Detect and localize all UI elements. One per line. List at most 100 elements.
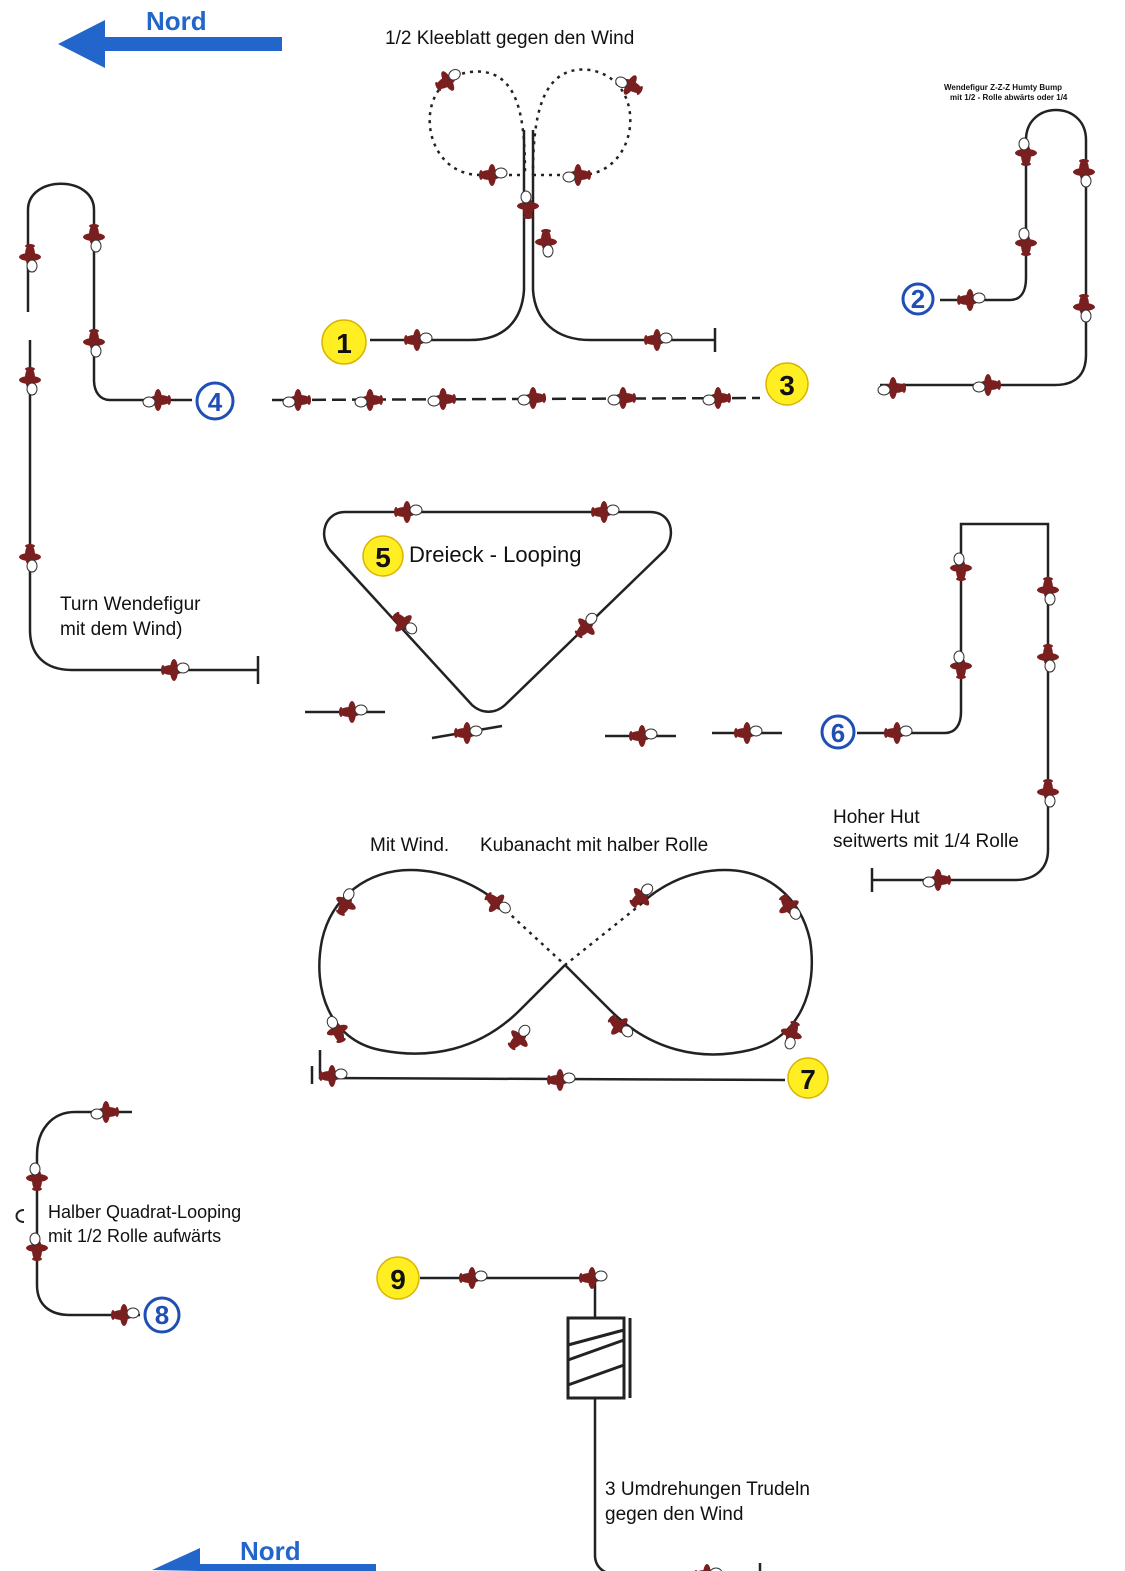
figure-turn: Turn Wendefigur mit dem Wind) 4	[18, 182, 260, 684]
badge-1: 1	[321, 319, 367, 365]
badge-2: 2	[901, 282, 935, 316]
plane-icon	[956, 288, 986, 312]
kubanacht-label: Kubanacht mit halber Rolle	[480, 835, 708, 856]
plane-icon	[546, 1068, 576, 1092]
plane-icon	[458, 1266, 488, 1290]
turn-label-line2: mit dem Wind)	[60, 619, 182, 640]
plane-icon	[972, 373, 1002, 397]
plane-icon	[693, 1563, 723, 1571]
plane-icon	[516, 190, 540, 220]
plane-icon	[142, 388, 172, 412]
badge-5: 5	[362, 535, 404, 577]
mit-wind-label: Mit Wind.	[370, 835, 449, 856]
plane-icon	[403, 328, 433, 352]
plane-icon	[18, 366, 42, 396]
plane-icon	[329, 884, 364, 921]
plane-icon	[883, 721, 913, 745]
svg-text:4: 4	[208, 387, 223, 417]
plane-icon	[110, 1303, 140, 1327]
plane-icon	[702, 386, 732, 410]
plane-icon	[949, 650, 973, 680]
plane-icon	[607, 386, 637, 410]
plane-icon	[733, 721, 763, 745]
svg-text:7: 7	[800, 1064, 816, 1095]
plane-icon	[534, 228, 558, 258]
figure-kubanacht: Mit Wind. Kubanacht mit halber Rolle 7	[310, 835, 829, 1099]
svg-text:6: 6	[831, 718, 845, 748]
hut-label-line1: Hoher Hut	[833, 807, 920, 828]
plane-icon	[1036, 643, 1060, 673]
plane-icon	[628, 724, 658, 748]
quadrat-label-line2: mit 1/2 Rolle aufwärts	[48, 1226, 221, 1246]
plane-icon	[624, 878, 661, 914]
figure-trudeln: 9 3 Umdrehungen Trudeln gegen den Wind	[376, 1256, 810, 1571]
plane-icon	[393, 500, 423, 524]
plane-icon	[18, 543, 42, 573]
plane-icon	[949, 552, 973, 582]
figure-humpty-bump: Wendefigur Z-Z-Z Humty Bump mit 1/2 - Ro…	[877, 83, 1096, 400]
plane-icon	[590, 500, 620, 524]
plane-icon	[643, 328, 673, 352]
svg-text:9: 9	[390, 1264, 406, 1295]
nord-label-top: Nord	[146, 6, 207, 36]
figure-dreieck-looping: 5 Dreieck - Looping	[305, 500, 673, 745]
plane-icon	[562, 163, 592, 187]
plane-icon	[1072, 293, 1096, 323]
svg-text:5: 5	[375, 542, 391, 573]
plane-icon	[385, 605, 423, 643]
plane-icon	[25, 1232, 49, 1262]
plane-icon	[82, 223, 106, 253]
kleeblatt-label: 1/2 Kleeblatt gegen den Wind	[385, 28, 634, 49]
plane-icon	[478, 163, 508, 187]
plane-icon	[18, 243, 42, 273]
plane-icon	[1036, 778, 1060, 808]
badge-8: 8	[143, 1296, 181, 1334]
plane-icon	[321, 1011, 353, 1047]
plane-icon	[427, 387, 457, 411]
dreieck-label: Dreieck - Looping	[409, 542, 581, 567]
plane-icon	[501, 1019, 539, 1057]
turn-label-line1: Turn Wendefigur	[60, 594, 201, 615]
figure-kleeblatt: 1/2 Kleeblatt gegen den Wind	[370, 28, 717, 352]
badge-6: 6	[820, 714, 856, 750]
nord-label-bottom: Nord	[240, 1536, 301, 1566]
humpty-label-line2: mit 1/2 - Rolle abwärts oder 1/4	[950, 93, 1068, 102]
svg-text:3: 3	[779, 370, 795, 401]
figure-rolls-line: 3	[271, 362, 809, 412]
plane-icon	[601, 1008, 639, 1046]
figure-quadrat-looping: Halber Quadrat-Looping mit 1/2 Rolle auf…	[15, 1100, 241, 1334]
svg-text:1: 1	[336, 328, 352, 359]
nord-arrow-top: Nord	[58, 6, 282, 68]
figure-hoher-hut: Hoher Hut seitwerts mit 1/4 Rolle 6	[605, 522, 1060, 892]
badge-9: 9	[376, 1256, 420, 1300]
humpty-label-line1: Wendefigur Z-Z-Z Humty Bump	[944, 83, 1062, 92]
plane-icon	[82, 328, 106, 358]
badge-4: 4	[195, 381, 235, 421]
plane-icon	[430, 63, 467, 98]
plane-icon	[90, 1100, 120, 1124]
plane-icon	[160, 658, 190, 682]
plane-icon	[611, 67, 648, 102]
plane-icon	[877, 376, 907, 400]
arrow-left-icon	[58, 20, 282, 68]
quadrat-label-line1: Halber Quadrat-Looping	[48, 1202, 241, 1222]
plane-icon	[354, 388, 384, 412]
badge-3: 3	[765, 362, 809, 406]
plane-icon	[25, 1162, 49, 1192]
plane-icon	[578, 1266, 608, 1290]
arrow-left-icon	[152, 1548, 376, 1571]
svg-text:8: 8	[155, 1300, 169, 1330]
nord-arrow-bottom: Nord	[152, 1536, 376, 1571]
plane-icon	[318, 1064, 348, 1088]
plane-icon	[1036, 576, 1060, 606]
plane-icon	[1014, 227, 1038, 257]
plane-icon	[772, 889, 807, 926]
trudeln-label-line1: 3 Umdrehungen Trudeln	[605, 1479, 810, 1500]
plane-icon	[453, 721, 483, 745]
plane-icon	[1072, 158, 1096, 188]
svg-text:2: 2	[911, 284, 925, 314]
hut-label-line2: seitwerts mit 1/4 Rolle	[833, 831, 1019, 852]
trudeln-label-line2: gegen den Wind	[605, 1504, 743, 1525]
plane-icon	[1014, 137, 1038, 167]
